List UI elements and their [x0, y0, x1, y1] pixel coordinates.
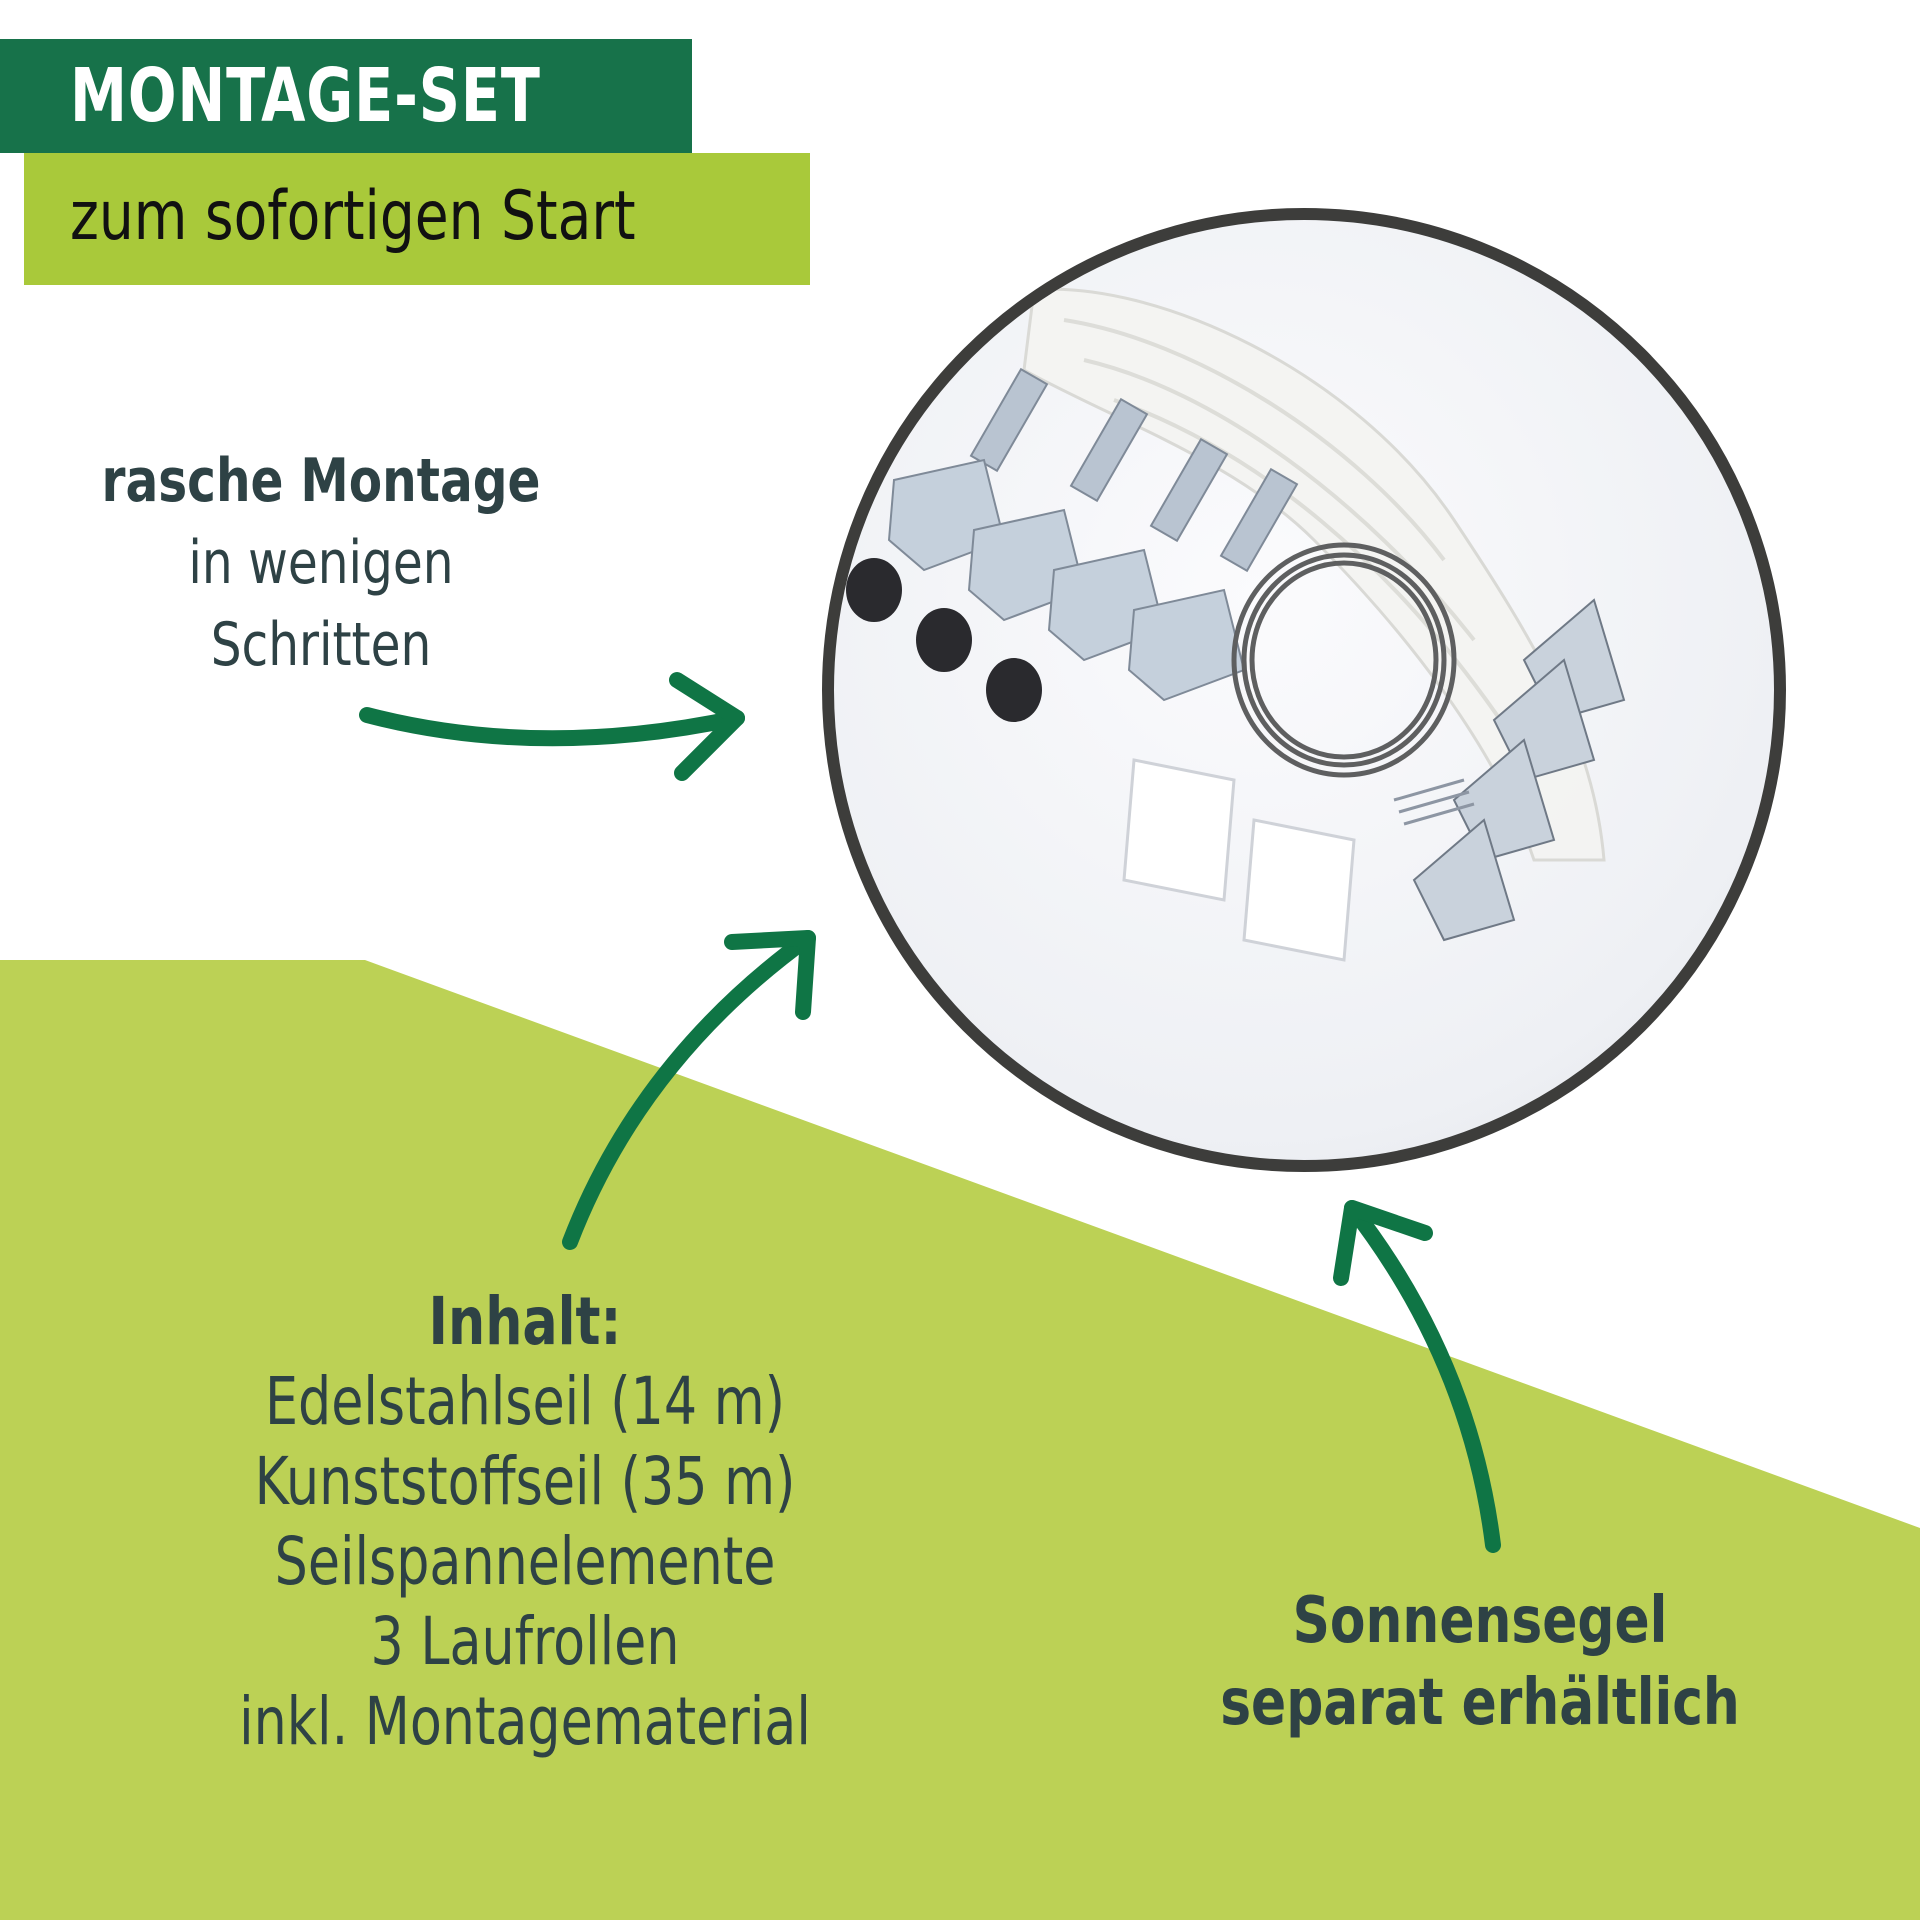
quick-assembly-callout: rasche Montage in wenigen Schritten — [40, 440, 602, 686]
sail-separate-note: Sonnensegel separat erhältlich — [1150, 1580, 1810, 1744]
product-illustration — [846, 287, 1626, 962]
contents-item: inkl. Montagematerial — [239, 1683, 811, 1760]
title-banner: MONTAGE-SET — [0, 39, 692, 153]
pulley-icon — [846, 558, 1042, 722]
steel-wire-icon — [1231, 542, 1457, 778]
contents-item: Seilspannelemente — [274, 1523, 776, 1600]
angle-bracket-icon — [969, 367, 1299, 573]
callout-heading: rasche Montage — [101, 446, 541, 516]
callout-line: in wenigen — [188, 528, 454, 598]
product-photo-circle — [822, 208, 1786, 1172]
page-title: MONTAGE-SET — [70, 53, 541, 139]
contents-heading: Inhalt: — [428, 1283, 622, 1360]
note-line: Sonnensegel — [1292, 1584, 1668, 1658]
contents-item: Kunststoffseil (35 m) — [254, 1443, 796, 1520]
callout-line: Schritten — [210, 610, 432, 680]
screws-icon — [1393, 778, 1475, 826]
contents-list: Inhalt: Edelstahlseil (14 m) Kunststoffs… — [120, 1282, 930, 1762]
subtitle-banner: zum sofortigen Start — [24, 153, 810, 285]
page-subtitle: zum sofortigen Start — [70, 177, 636, 256]
note-line: separat erhältlich — [1220, 1666, 1740, 1740]
tensioner-icon — [1412, 598, 1626, 942]
tension-plate-icon — [1122, 758, 1356, 962]
contents-item: 3 Laufrollen — [370, 1603, 680, 1680]
mounting-plate-icon — [887, 458, 1246, 702]
contents-item: Edelstahlseil (14 m) — [265, 1363, 785, 1440]
